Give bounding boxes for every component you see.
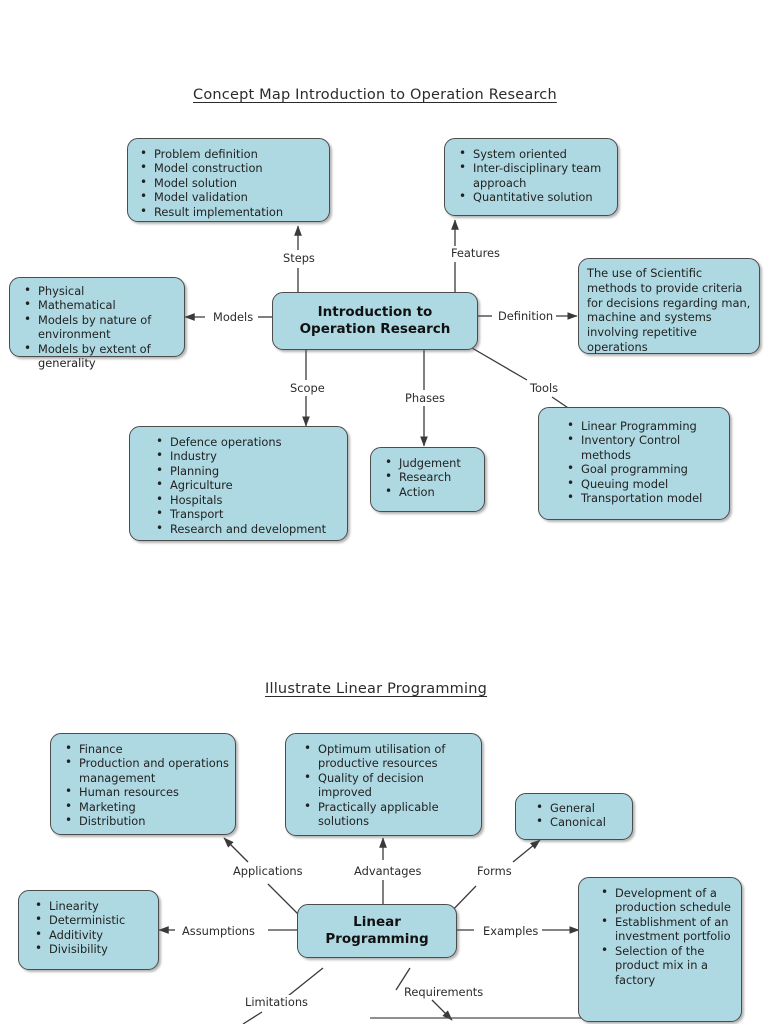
edge-label-examples: Examples [481,924,541,938]
edge-label-definition: Definition [496,309,556,323]
list-item: Mathematical [24,297,178,313]
node-features: System oriented Inter-disciplinary team … [444,138,618,216]
list-item: Planning [156,463,341,479]
node-phases: Judgement Research Action [370,447,485,512]
definition-text: The use of Scientific methods to provide… [587,266,751,355]
node-applications: Finance Production and operations manage… [50,733,236,835]
edge-limitations-upper [287,967,324,997]
list-item: Practically applicable solutions [304,799,475,829]
node-center-linear-programming: Linear Programming [297,904,457,958]
node-definition: The use of Scientific methods to provide… [578,258,760,354]
edge-label-advantages: Advantages [352,864,424,878]
edge-label-requirements: Requirements [402,985,486,999]
list-item: Inter-disciplinary team approach [459,160,611,190]
list-item: Result implementation [140,204,323,220]
edge-label-limitations: Limitations [243,995,310,1009]
list-item: Human resources [65,784,229,800]
node-models: Physical Mathematical Models by nature o… [9,277,185,370]
edge-label-phases: Phases [403,391,447,405]
list-item: Optimum utilisation of productive resour… [304,741,475,771]
list-item: Defence operations [156,434,341,450]
list-item: Goal programming [567,461,723,477]
list-item: Physical [24,283,178,299]
list-item: Model construction [140,160,323,176]
list-item: Research [385,469,478,485]
list-item: Additivity [35,927,152,943]
center-title-line1: Introduction to [317,304,433,321]
list-item: Selection of the product mix in a factor… [601,943,735,987]
node-advantages: Optimum utilisation of productive resour… [285,733,482,836]
list-item: Deterministic [35,912,152,928]
edge-label-scope: Scope [288,381,327,395]
edge-label-applications: Applications [231,864,305,878]
section1-title: Concept Map Introduction to Operation Re… [193,87,557,103]
list-item: Linear Programming [567,418,723,434]
examples-list: Development of a production schedule Est… [579,878,741,987]
edge-limitations-lower [242,1011,263,1024]
node-scope: Defence operations Industry Planning Agr… [129,426,348,541]
list-item: Problem definition [140,146,323,162]
edge-label-models: Models [211,310,256,324]
list-item: Distribution [65,813,229,829]
list-item: Industry [156,448,341,464]
edge-label-assumptions: Assumptions [180,924,257,938]
applications-list: Finance Production and operations manage… [51,734,235,829]
node-forms: General Canonical [515,793,633,840]
edge-requirements-lower [431,999,453,1021]
list-item: Models by nature of environment [24,312,178,342]
list-item: Transport [156,506,341,522]
edge-label-steps: Steps [281,251,317,265]
section2-title: Illustrate Linear Programming [265,681,488,697]
list-item: Research and development [156,521,341,537]
list-item: Production and operations management [65,755,229,785]
edge-label-features: Features [449,246,502,260]
edge-label-forms: Forms [475,864,514,878]
node-steps: Problem definition Model construction Mo… [127,138,330,222]
list-item: Inventory Control methods [567,432,723,462]
list-item: Linearity [35,898,152,914]
edge-applications-upper [223,837,249,863]
list-item: Quantitative solution [459,189,611,205]
advantages-list: Optimum utilisation of productive resour… [286,734,481,829]
list-item: Establishment of an investment portfolio [601,914,735,944]
edge-tools-upper [471,347,528,381]
list-item: Model solution [140,175,323,191]
node-assumptions: Linearity Deterministic Additivity Divis… [18,890,159,970]
list-item: Development of a production schedule [601,885,735,915]
features-list: System oriented Inter-disciplinary team … [445,139,617,205]
list-item: Transportation model [567,490,723,506]
center-title-line2: Operation Research [299,321,451,337]
edge-label-tools: Tools [528,381,561,395]
forms-list: General Canonical [516,794,632,830]
list-item: Queuing model [567,476,723,492]
list-item: Model validation [140,189,323,205]
edge-forms-upper [512,839,541,863]
center2-title-line1: Linear [353,914,401,931]
list-item: Quality of decision improved [304,770,475,800]
node-center-operation-research: Introduction to Operation Research [272,292,478,350]
node-examples: Development of a production schedule Est… [578,877,742,1022]
list-item: Marketing [65,799,229,815]
steps-list: Problem definition Model construction Mo… [128,139,329,220]
models-list: Physical Mathematical Models by nature o… [10,278,184,371]
node-tools: Linear Programming Inventory Control met… [538,407,730,520]
list-item: Canonical [536,814,626,830]
list-item: Agriculture [156,477,341,493]
list-item: Hospitals [156,492,341,508]
tools-list: Linear Programming Inventory Control met… [539,408,729,506]
assumptions-list: Linearity Deterministic Additivity Divis… [19,891,158,957]
phases-list: Judgement Research Action [371,448,484,500]
list-item: General [536,800,626,816]
list-item: Finance [65,741,229,757]
list-item: Divisibility [35,941,152,957]
scope-list: Defence operations Industry Planning Agr… [130,427,347,537]
list-item: System oriented [459,146,611,162]
list-item: Judgement [385,455,478,471]
list-item: Action [385,484,478,500]
center2-title-line2: Programming [325,931,429,947]
list-item: Models by extent of generality [24,341,178,371]
